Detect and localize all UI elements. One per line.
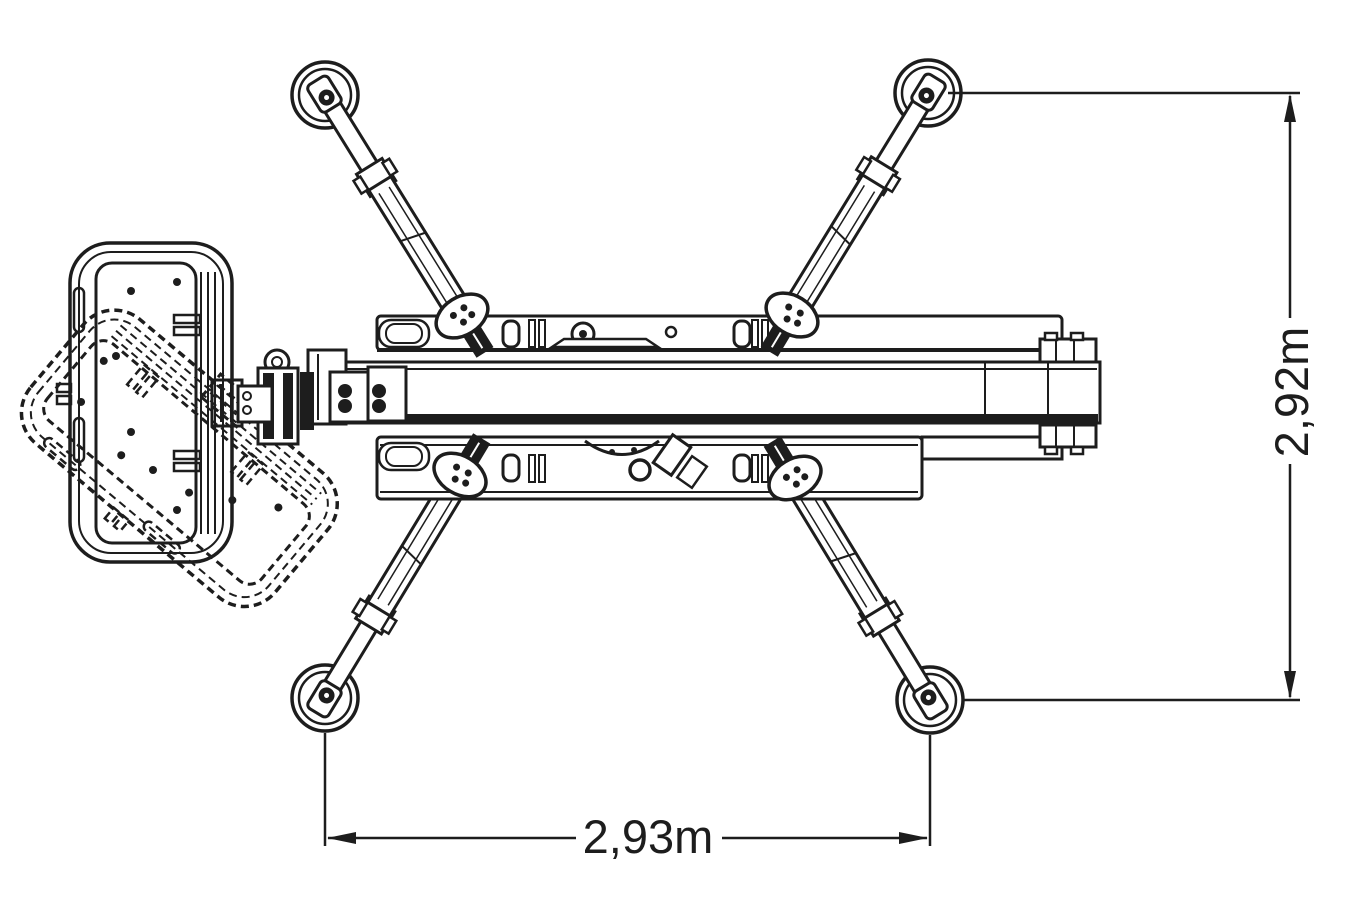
chassis-upper-rail: [375, 314, 1064, 352]
chassis-right-bracket-top: [1038, 331, 1098, 364]
width-dimension-label: 2,93m: [583, 810, 714, 863]
leg-root-plate-bottom-left: [432, 433, 491, 499]
leg-root-plate-bottom-right: [763, 436, 823, 502]
outrigger-leg-top-left: [306, 74, 477, 327]
leg-root-plate-top-right: [760, 291, 820, 357]
chassis-boom: [306, 348, 1102, 426]
dimension-height: 2,92m: [948, 91, 1318, 702]
outrigger-leg-bottom-left: [306, 465, 474, 719]
dimension-width: 2,93m: [323, 733, 932, 863]
height-dimension-label: 2,92m: [1265, 327, 1318, 458]
outrigger-leg-top-right: [777, 72, 947, 326]
leg-root-plate-top-left: [434, 292, 494, 358]
basket-rotator: [236, 348, 408, 446]
outrigger-leg-bottom-right: [780, 467, 949, 721]
